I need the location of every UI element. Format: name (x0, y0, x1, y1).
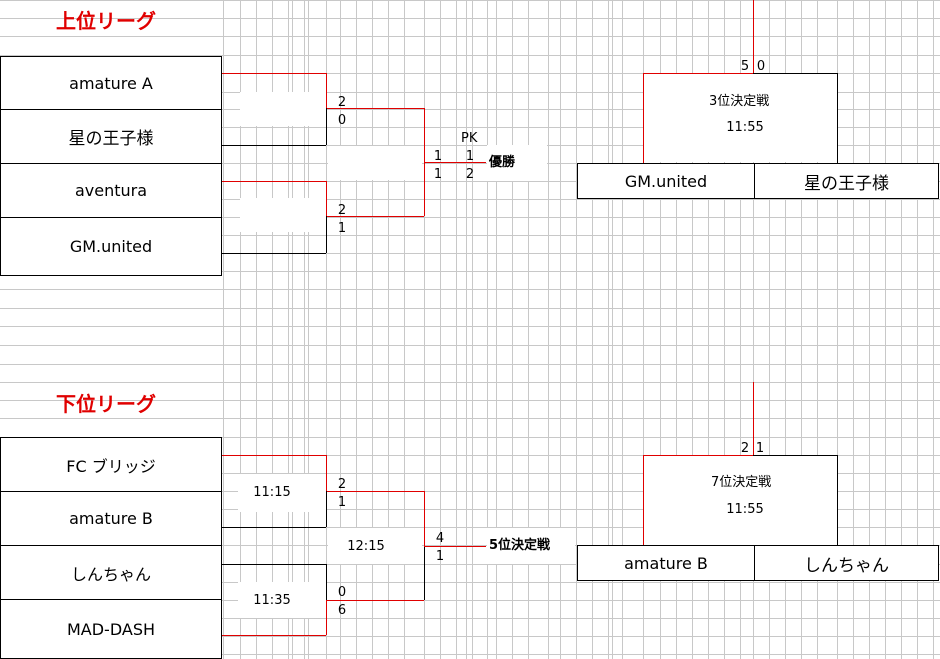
lower-team-2: amature B (0, 491, 222, 546)
bracket-line (222, 564, 326, 565)
bracket-line (753, 73, 837, 74)
bracket-line (643, 455, 753, 456)
score: 6 (337, 603, 347, 618)
upper-team-1: amature A (0, 56, 222, 110)
bracket-line (222, 73, 326, 74)
upper-team-4: GM.united (0, 217, 222, 276)
bracket-line (837, 455, 838, 546)
third-place-title: 3位決定戦 (709, 94, 770, 109)
merged-cell (238, 474, 326, 512)
merged-cell (487, 528, 575, 564)
merged-cell (328, 146, 422, 180)
bracket-line (424, 491, 425, 546)
pk-label: PK (461, 131, 478, 146)
seventh-place-team-left: amature B (577, 545, 755, 581)
pk-score: 1 (465, 149, 475, 164)
third-place-team-right: 星の王子様 (754, 163, 939, 199)
score: 0 (337, 113, 347, 128)
bracket-line (424, 546, 425, 600)
score: 2 (740, 441, 750, 456)
bracket-line (753, 382, 754, 456)
lower-team-4: MAD-DASH (0, 599, 222, 659)
bracket-line (326, 216, 327, 253)
bracket-line (222, 145, 326, 146)
lower-league-title: 下位リーグ (56, 392, 156, 416)
score: 0 (337, 585, 347, 600)
bracket-line (326, 181, 327, 216)
bracket-line (753, 0, 754, 74)
bracket-line (326, 216, 424, 217)
bracket-line (222, 253, 326, 254)
score: 1 (433, 167, 443, 182)
merged-cell (487, 145, 547, 181)
bracket-line (837, 73, 838, 163)
bracket-line (326, 73, 327, 108)
score: 1 (433, 149, 443, 164)
bracket-line (326, 108, 424, 109)
match-time: 11:15 (253, 485, 291, 500)
upper-team-2: 星の王子様 (0, 109, 222, 164)
score: 5 (740, 59, 750, 74)
bracket-line (326, 108, 327, 145)
lower-team-3: しんちゃん (0, 545, 222, 600)
merged-cell (643, 74, 837, 162)
bracket-line (643, 455, 644, 546)
bracket-line (222, 635, 326, 636)
merged-cell (240, 198, 326, 232)
bracket-line (222, 181, 326, 182)
score: 2 (337, 203, 347, 218)
match-time: 11:55 (726, 502, 764, 517)
score: 2 (337, 95, 347, 110)
lower-team-1: FC ブリッジ (0, 437, 222, 492)
score: 0 (756, 59, 766, 74)
bracket-line (326, 600, 327, 635)
match-time: 12:15 (347, 539, 385, 554)
seventh-place-team-right: しんちゃん (754, 545, 939, 581)
bracket-line (326, 600, 424, 601)
bracket-line (424, 546, 486, 547)
score: 1 (337, 495, 347, 510)
bracket-line (326, 455, 327, 491)
pk-score: 2 (465, 167, 475, 182)
bracket-line (424, 162, 425, 216)
bracket-line (222, 527, 326, 528)
score: 4 (435, 531, 445, 546)
upper-league-title: 上位リーグ (56, 9, 156, 33)
bracket-line (326, 491, 424, 492)
score: 2 (337, 477, 347, 492)
score: 1 (435, 549, 445, 564)
score: 1 (337, 221, 347, 236)
merged-cell (238, 582, 326, 618)
upper-team-3: aventura (0, 163, 222, 218)
match-time: 11:55 (726, 120, 764, 135)
third-place-team-left: GM.united (577, 163, 755, 199)
merged-cell (240, 92, 326, 126)
bracket-line (753, 455, 837, 456)
fifth-place-label: 5位決定戦 (489, 538, 551, 553)
score: 1 (755, 441, 765, 456)
seventh-place-title: 7位決定戦 (711, 475, 772, 490)
bracket-line (424, 108, 425, 162)
bracket-line (222, 455, 326, 456)
bracket-line (326, 564, 327, 600)
match-time: 11:35 (253, 593, 291, 608)
champion-label: 優勝 (489, 155, 516, 170)
merged-cell (643, 456, 837, 546)
bracket-line (424, 162, 486, 163)
bracket-line (326, 491, 327, 527)
bracket-line (643, 73, 753, 74)
bracket-line (643, 73, 644, 163)
merged-cell (328, 528, 422, 564)
